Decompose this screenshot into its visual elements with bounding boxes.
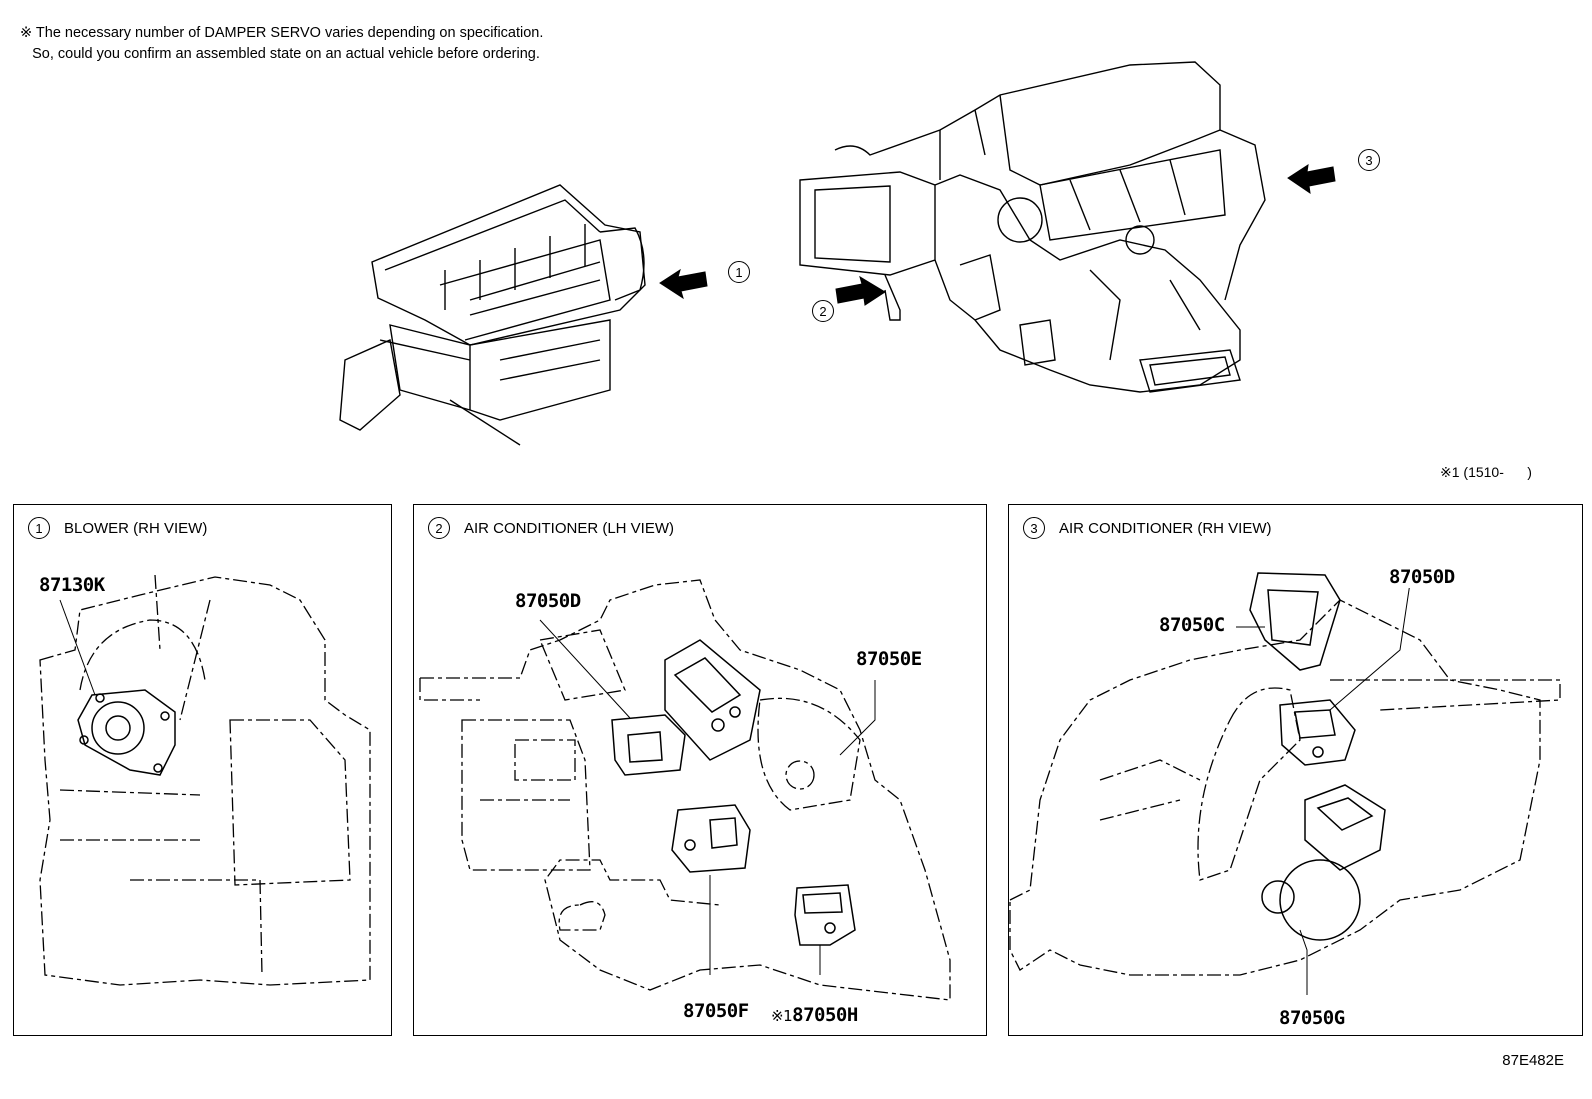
- part-87050c[interactable]: 87050C: [1158, 614, 1226, 636]
- illustration-code: 87E482E: [1502, 1052, 1564, 1069]
- panel-ac-lh-view: 2 AIR CONDITIONER (LH VIEW): [413, 504, 987, 1036]
- panel-2-header: 2 AIR CONDITIONER (LH VIEW): [428, 517, 674, 539]
- panel-2-title: AIR CONDITIONER (LH VIEW): [464, 519, 675, 537]
- panel-3-number: 3: [1023, 517, 1045, 539]
- ac-rh-view-drawing: [1009, 599, 1561, 976]
- ac-lh-servos: [611, 639, 856, 946]
- specification-note: ※ The necessary number of DAMPER SERVO v…: [20, 23, 543, 65]
- panel-3-header: 3 AIR CONDITIONER (RH VIEW): [1023, 517, 1272, 539]
- callout-arrows: [659, 163, 1336, 306]
- note-line-2: So, could you confirm an assembled state…: [20, 46, 540, 62]
- part-87050g[interactable]: 87050G: [1278, 1007, 1346, 1029]
- arrow-3-icon: [1287, 163, 1336, 195]
- servo-87050e-shape: [664, 639, 761, 761]
- panel-ac-rh-view: 3 AIR CONDITIONER (RH VIEW): [1008, 504, 1583, 1036]
- ac-lh-leader-lines: [539, 619, 876, 975]
- part-87050d-lh[interactable]: 87050D: [514, 590, 582, 612]
- part-87050h[interactable]: 87050H: [792, 1004, 858, 1026]
- servo-87050c-shape: [1249, 572, 1341, 671]
- part-87050d-rh[interactable]: 87050D: [1388, 566, 1456, 588]
- part-87050e[interactable]: 87050E: [855, 648, 923, 670]
- servo-87130k-shape: [59, 599, 176, 776]
- effective-date-note: ※1 (1510- ): [1440, 464, 1532, 480]
- servo-87050g-shape: [1304, 784, 1386, 871]
- ac-rh-servos: [1249, 572, 1386, 941]
- servo-87050d-shape: [611, 714, 686, 776]
- servo-87050f-shape: [671, 804, 751, 873]
- panel-1-header: 1 BLOWER (RH VIEW): [28, 517, 207, 539]
- part-87050h-label: ※187050H: [770, 1004, 859, 1026]
- overview-callout-1: 1: [728, 261, 750, 283]
- overview-callout-3: 3: [1358, 149, 1380, 171]
- spec-note-mark: ※1: [771, 1007, 793, 1025]
- arrow-1-icon: [659, 268, 708, 300]
- servo-87050h-shape: [794, 884, 856, 946]
- servo-87050d-rh-shape: [1279, 699, 1356, 766]
- panel-1-title: BLOWER (RH VIEW): [64, 519, 208, 537]
- blower-rh-view-drawing: [39, 574, 371, 986]
- overview-callout-2: 2: [812, 300, 834, 322]
- panel-1-number: 1: [28, 517, 50, 539]
- part-87050f[interactable]: 87050F: [682, 1000, 750, 1022]
- air-conditioner-unit-drawing: [799, 61, 1266, 393]
- blower-unit-drawing: [339, 184, 646, 446]
- panel-2-number: 2: [428, 517, 450, 539]
- panel-3-title: AIR CONDITIONER (RH VIEW): [1059, 519, 1272, 537]
- part-87130k[interactable]: 87130K: [38, 574, 106, 596]
- panel-blower-rh-view: 1 BLOWER (RH VIEW): [13, 504, 392, 1036]
- note-line-1: ※ The necessary number of DAMPER SERVO v…: [20, 25, 544, 41]
- ac-lh-view-drawing: [419, 579, 951, 1001]
- arrow-2-icon: [835, 275, 886, 306]
- ac-rh-leader-lines: [1236, 582, 1411, 995]
